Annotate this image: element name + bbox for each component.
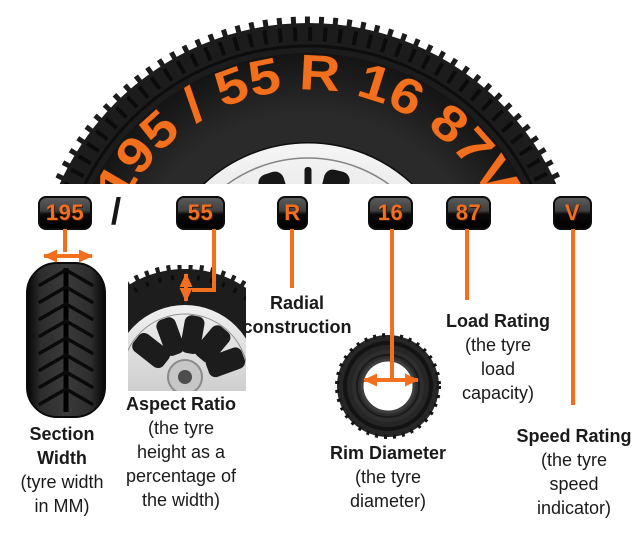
speed-rating-note: (the tyre speed indicator) [536,450,612,518]
annotation-section-width: Section Width (tyre width in MM) [14,422,110,518]
wheel-closeup-graphic [128,265,246,391]
tyre-front-view-graphic [26,262,106,418]
annotation-radial-construction: Radial construction [238,291,356,339]
tread-chevrons [38,268,94,406]
badge-aspect-ratio: 55 [176,196,225,230]
speed-rating-title: Speed Rating [516,426,632,446]
badge-radial: R [277,196,308,230]
badge-section-width: 195 [38,196,92,230]
rim-diameter-note: (the tyre diameter) [349,467,427,511]
radial-construction-title: Radial construction [242,293,352,337]
aspect-ratio-note: (the tyre height as a percentage of the … [125,418,237,510]
annotation-load-rating: Load Rating (the tyre load capacity) [440,309,556,405]
badge-speed-rating: V [553,196,592,230]
annotation-aspect-ratio: Aspect Ratio (the tyre height as a perce… [121,392,241,512]
tyre-sidewall [93,53,523,184]
section-width-note: (tyre width in MM) [20,472,104,516]
badge-rim-diameter: 16 [368,196,413,230]
code-separator: / [110,191,122,232]
closeup-tyre-band [128,269,246,339]
load-rating-note: (the tyre load capacity) [461,335,535,403]
section-width-title: Section Width [29,424,95,468]
annotation-rim-diameter: Rim Diameter (the tyre diameter) [328,441,448,513]
rim-hole [360,358,416,414]
load-rating-title: Load Rating [446,311,550,331]
rim-diameter-title: Rim Diameter [329,443,447,463]
wheel-spoke-openings [258,167,350,184]
tyre-tread-teeth [52,16,564,184]
annotation-speed-rating: Speed Rating (the tyre speed indicator) [514,424,634,520]
aspect-ratio-title: Aspect Ratio [125,394,237,414]
closeup-spoke-openings [132,315,246,378]
hero-tyre-photo: 195 / 55 R 16 87V [52,16,564,184]
tyre-side-view-graphic [335,333,441,439]
badge-load-rating: 87 [446,196,491,230]
